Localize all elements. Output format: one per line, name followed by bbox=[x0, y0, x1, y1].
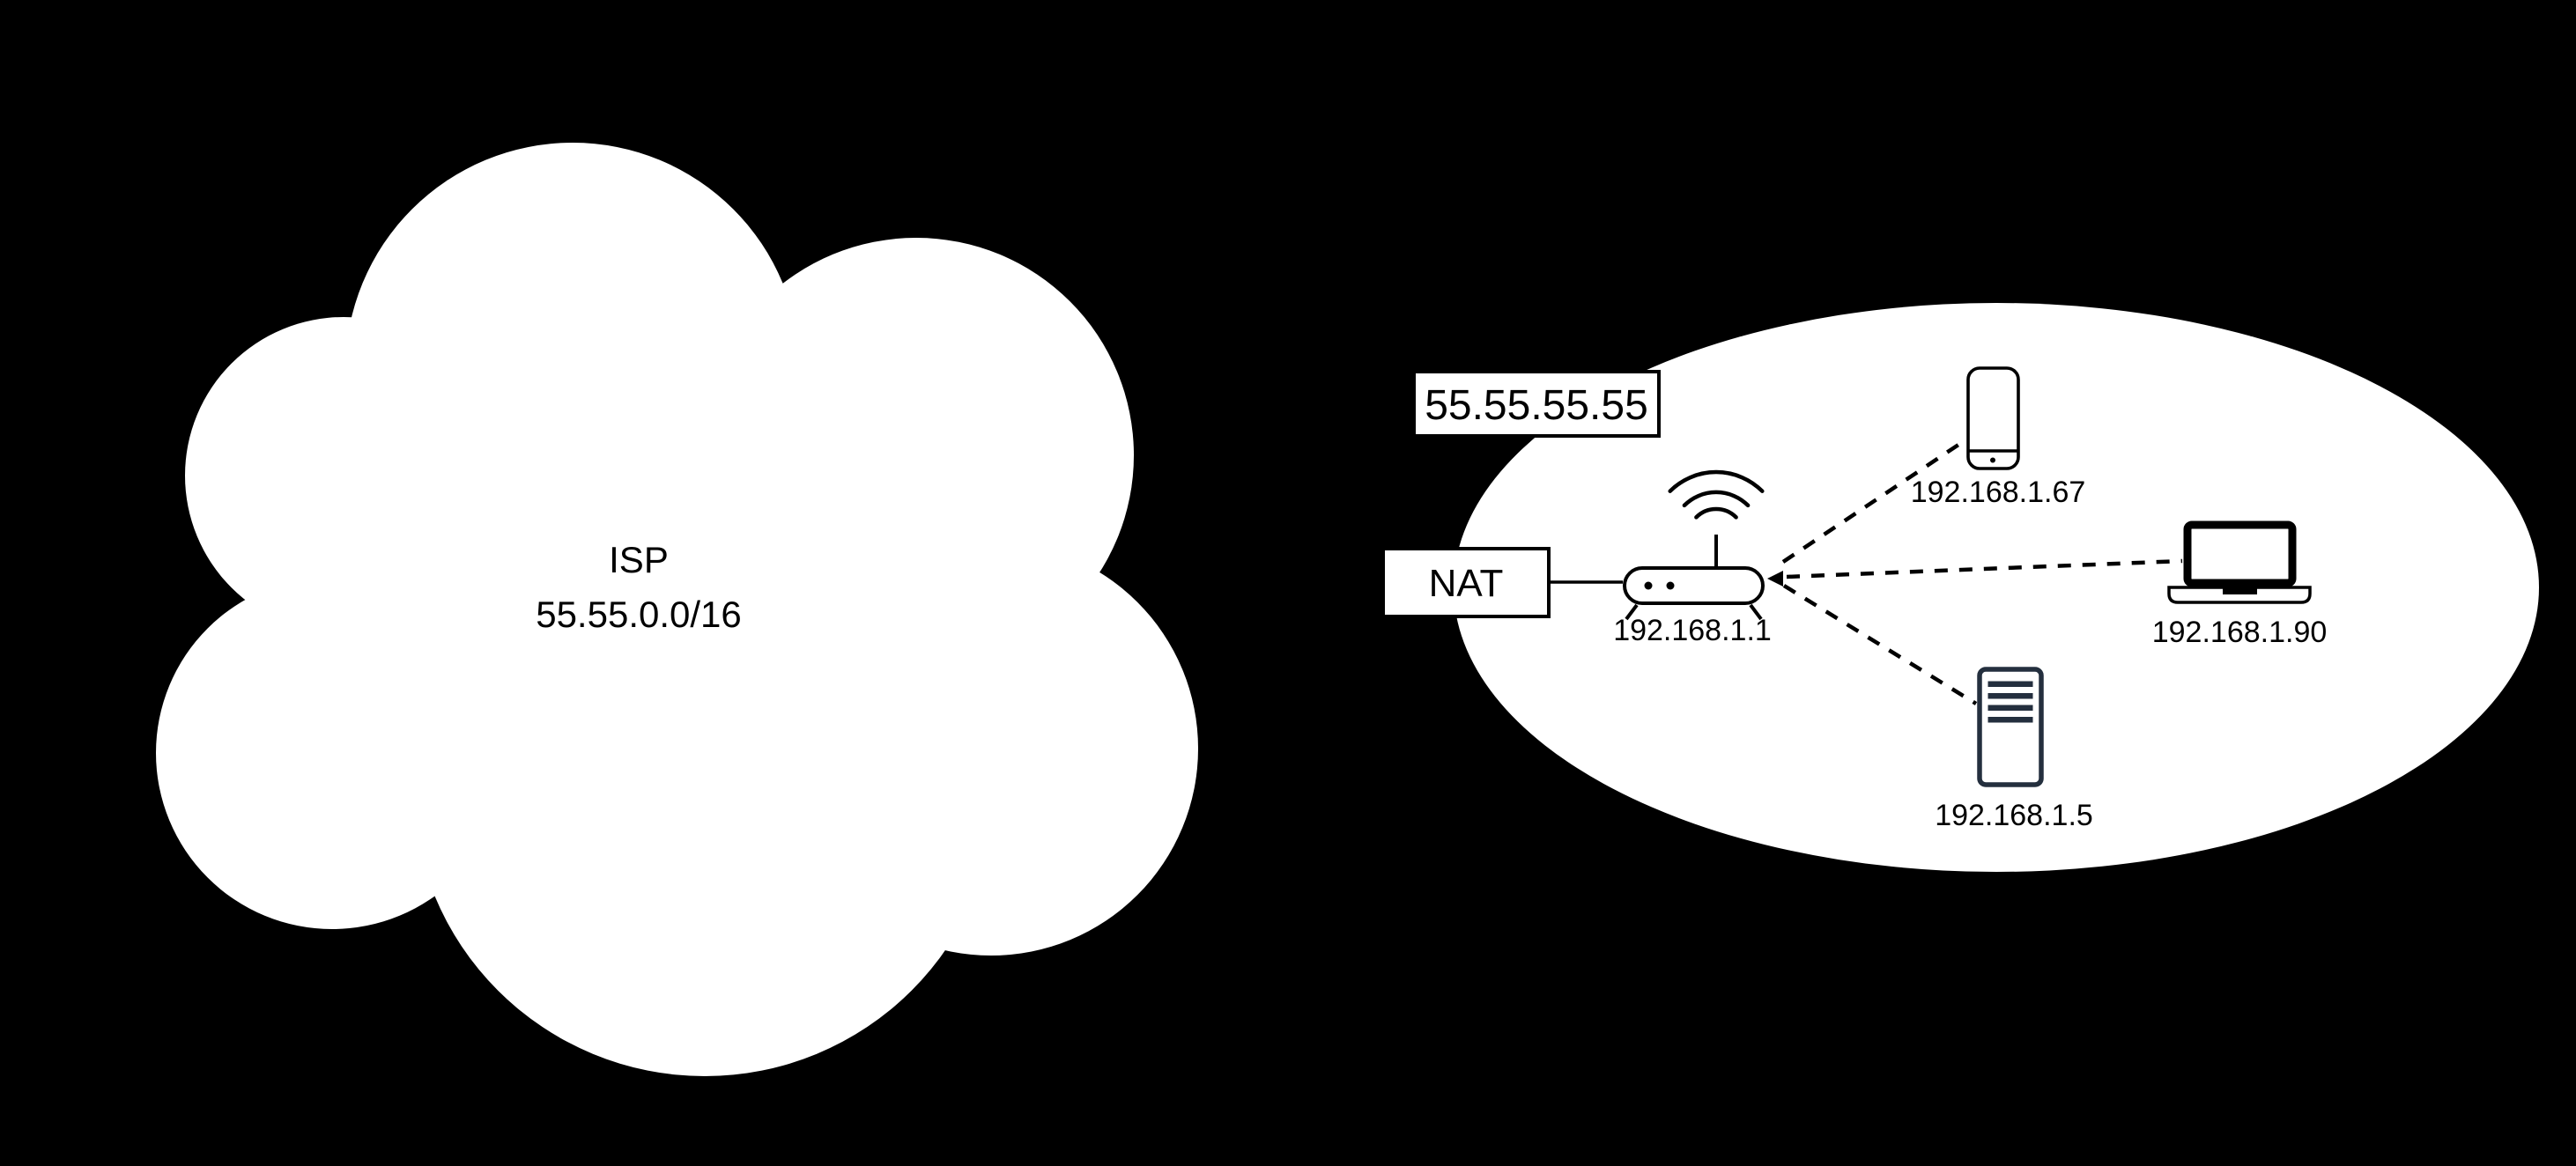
nat-label: NAT bbox=[1429, 562, 1504, 605]
isp-cloud-name: ISP bbox=[609, 539, 669, 580]
link-router-laptop bbox=[1786, 558, 2183, 579]
wifi-router-icon bbox=[1623, 469, 1765, 621]
isp-cloud-cidr: 55.55.0.0/16 bbox=[536, 594, 742, 635]
public-ip-label: 55.55.55.55 bbox=[1425, 382, 1648, 429]
link-router-server bbox=[1782, 584, 1978, 705]
nat-box: NAT bbox=[1381, 547, 1551, 618]
phone-ip-label: 192.168.1.67 bbox=[1911, 476, 2086, 509]
wifi-signal-icon bbox=[1668, 469, 1765, 520]
arrowhead-into-router bbox=[1767, 571, 1783, 587]
router-ip-label: 192.168.1.1 bbox=[1613, 614, 1772, 647]
link-router-phone bbox=[1781, 438, 1968, 564]
laptop-ip-label: 192.168.1.90 bbox=[2152, 616, 2328, 649]
wireless-links bbox=[1781, 438, 2183, 705]
lan-ellipse bbox=[1454, 303, 2539, 872]
laptop-icon bbox=[2167, 520, 2312, 604]
server-icon bbox=[1977, 667, 2044, 787]
server-ip-label: 192.168.1.5 bbox=[1935, 799, 2093, 832]
isp-cloud-shape bbox=[156, 143, 1198, 1076]
phone-icon bbox=[1966, 366, 2020, 470]
public-ip-box: 55.55.55.55 bbox=[1412, 370, 1661, 438]
